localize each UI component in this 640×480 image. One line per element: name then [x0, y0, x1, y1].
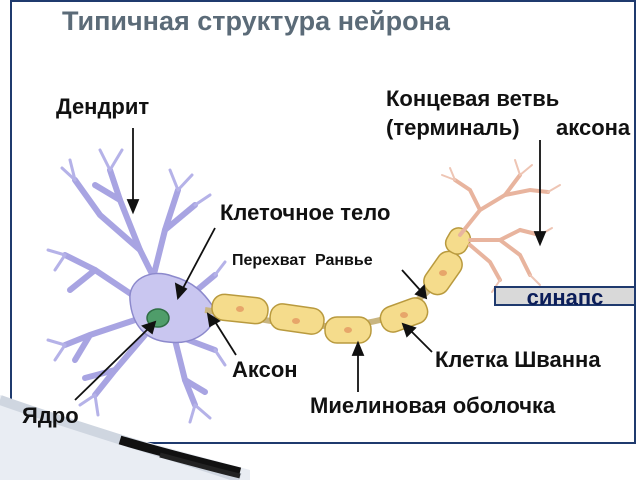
terminal-label-line2: (терминаль)	[386, 115, 520, 140]
myelin-sheath	[211, 227, 472, 344]
axon-terminal-branches	[453, 173, 550, 282]
pointer-arrows	[74, 128, 547, 401]
dendrite-fine-branches	[46, 148, 227, 424]
axon-label: Аксон	[232, 357, 298, 382]
ranvier-node-label: Перехват Ранвье	[232, 252, 373, 269]
synapse-button[interactable]: синапс	[494, 286, 636, 309]
nucleus-label: Ядро	[22, 403, 79, 428]
diagram-title: Типичная структура нейрона	[62, 6, 450, 36]
schwann-cell-label: Клетка Шванна	[435, 347, 601, 372]
schwann-nuclei	[236, 270, 447, 333]
dendrite-label: Дендрит	[56, 94, 150, 119]
cell-body-label: Клеточное тело	[220, 200, 391, 225]
terminal-label-line1: Концевая ветвь	[386, 86, 560, 111]
decorative-swoosh	[0, 395, 250, 480]
axon-terminal-fine	[441, 159, 561, 293]
terminal-axon-label: аксона	[556, 115, 631, 140]
myelin-sheath-label: Миелиновая оболочка	[310, 393, 556, 418]
